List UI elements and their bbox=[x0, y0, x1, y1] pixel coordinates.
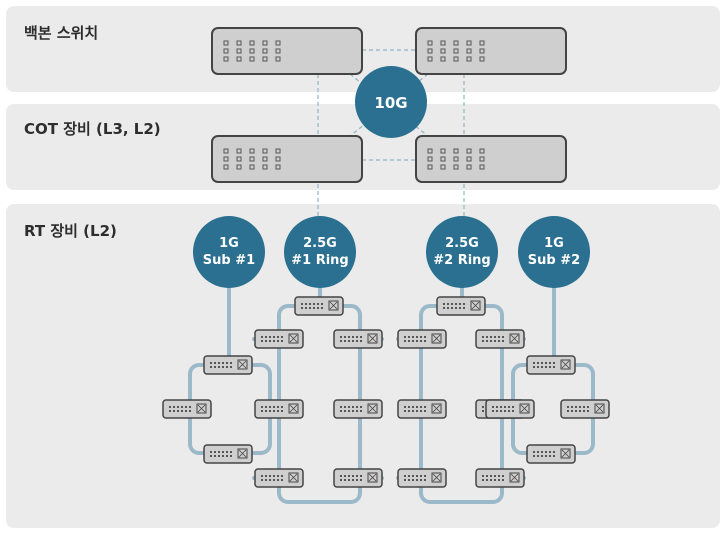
core-hub: 10G bbox=[355, 66, 427, 138]
cot-switch-left bbox=[211, 135, 363, 183]
hub-ring1: 2.5G #1 Ring bbox=[284, 216, 356, 288]
backbone-band bbox=[6, 6, 720, 92]
cot-label: COT 장비 (L3, L2) bbox=[24, 120, 161, 138]
hub-ring2-name: #2 Ring bbox=[433, 253, 491, 268]
hub-sub2-name: Sub #2 bbox=[528, 253, 580, 268]
hub-ring2-speed: 2.5G bbox=[445, 236, 479, 251]
cot-switch-right bbox=[415, 135, 567, 183]
hub-sub1: 1G Sub #1 bbox=[193, 216, 265, 288]
core-hub-label: 10G bbox=[374, 94, 407, 112]
backbone-switch-right bbox=[415, 27, 567, 75]
hub-sub1-name: Sub #1 bbox=[203, 253, 255, 268]
hub-ring2: 2.5G #2 Ring bbox=[426, 216, 498, 288]
backbone-label: 백본 스위치 bbox=[24, 24, 99, 42]
hub-sub1-speed: 1G bbox=[219, 236, 239, 251]
hub-ring1-speed: 2.5G bbox=[303, 236, 337, 251]
rt-label: RT 장비 (L2) bbox=[24, 222, 117, 240]
rt-cabling bbox=[188, 283, 595, 504]
hub-sub2: 1G Sub #2 bbox=[518, 216, 590, 288]
hub-ring1-name: #1 Ring bbox=[291, 253, 349, 268]
backbone-switch-left bbox=[211, 27, 363, 75]
hub-sub2-speed: 1G bbox=[544, 236, 564, 251]
